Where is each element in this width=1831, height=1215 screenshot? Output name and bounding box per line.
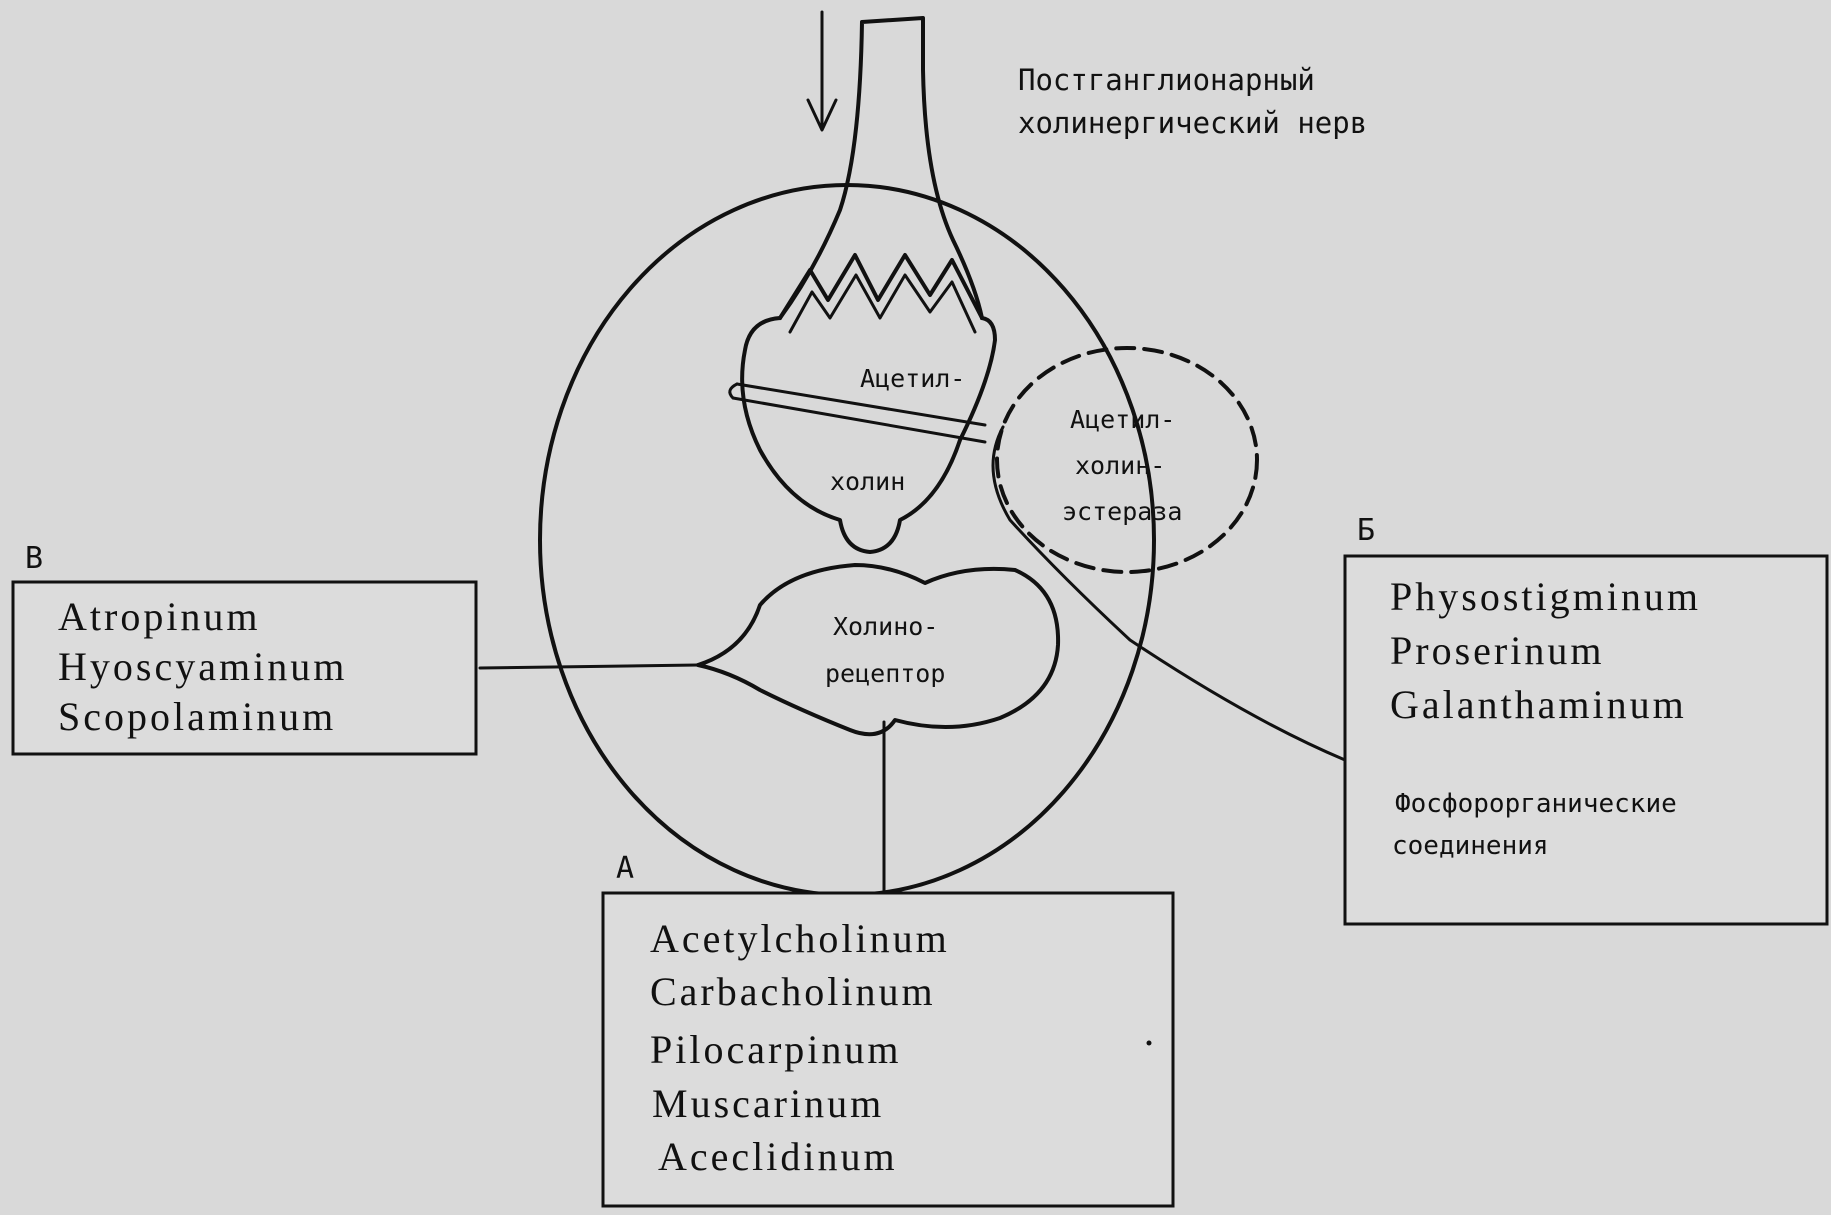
acetylcholine-label-top: Ацетил- bbox=[860, 364, 965, 393]
box-b-note-1: Фосфорорганические bbox=[1395, 789, 1677, 819]
box-v-item-3: Scopolaminum bbox=[58, 694, 336, 739]
box-a-letter: А bbox=[616, 851, 634, 886]
box-a-item-3: Pilocarpinum bbox=[650, 1027, 902, 1072]
box-a-item-1: Acetylcholinum bbox=[650, 916, 950, 961]
box-a-item-4: Muscarinum bbox=[652, 1081, 884, 1126]
box-b-item-1: Physostigminum bbox=[1390, 574, 1701, 619]
box-v-item-1: Atropinum bbox=[58, 594, 261, 639]
box-a: А Acetylcholinum Carbacholinum Pilocarpi… bbox=[603, 851, 1173, 1206]
box-v: В Atropinum Hyoscyaminum Scopolaminum bbox=[13, 541, 476, 754]
box-v-item-2: Hyoscyaminum bbox=[58, 644, 347, 689]
box-b: Б Physostigminum Proserinum Galanthaminu… bbox=[1345, 513, 1827, 924]
receptor-label-2: рецептор bbox=[825, 659, 945, 688]
receptor-label-1: Холино- bbox=[833, 612, 938, 641]
box-b-letter: Б bbox=[1357, 513, 1375, 548]
cholinoreceptor-shape bbox=[698, 565, 1058, 734]
speck-dot bbox=[1147, 1041, 1152, 1046]
acetylcholine-vesicle bbox=[742, 318, 995, 552]
box-a-item-2: Carbacholinum bbox=[650, 969, 936, 1014]
acetylcholine-label-bottom: холин bbox=[830, 467, 905, 496]
box-b-note-2: соединения bbox=[1392, 831, 1549, 861]
connector-v bbox=[480, 665, 698, 668]
esterase-label-3: эстераза bbox=[1062, 497, 1182, 526]
nerve-label-line1: Постганглионарный bbox=[1018, 63, 1315, 97]
nerve-terminal-edge bbox=[780, 255, 982, 318]
esterase-label-1: Ацетил- bbox=[1070, 405, 1175, 434]
esterase-label-2: холин- bbox=[1075, 451, 1165, 480]
box-v-letter: В bbox=[25, 541, 43, 576]
box-a-item-5: Aceclidinum bbox=[658, 1134, 898, 1179]
box-b-item-3: Galanthaminum bbox=[1390, 682, 1687, 727]
box-b-item-2: Proserinum bbox=[1390, 628, 1604, 673]
nerve-label-line2: холинергический нерв bbox=[1018, 106, 1367, 140]
impulse-arrow bbox=[808, 12, 836, 130]
